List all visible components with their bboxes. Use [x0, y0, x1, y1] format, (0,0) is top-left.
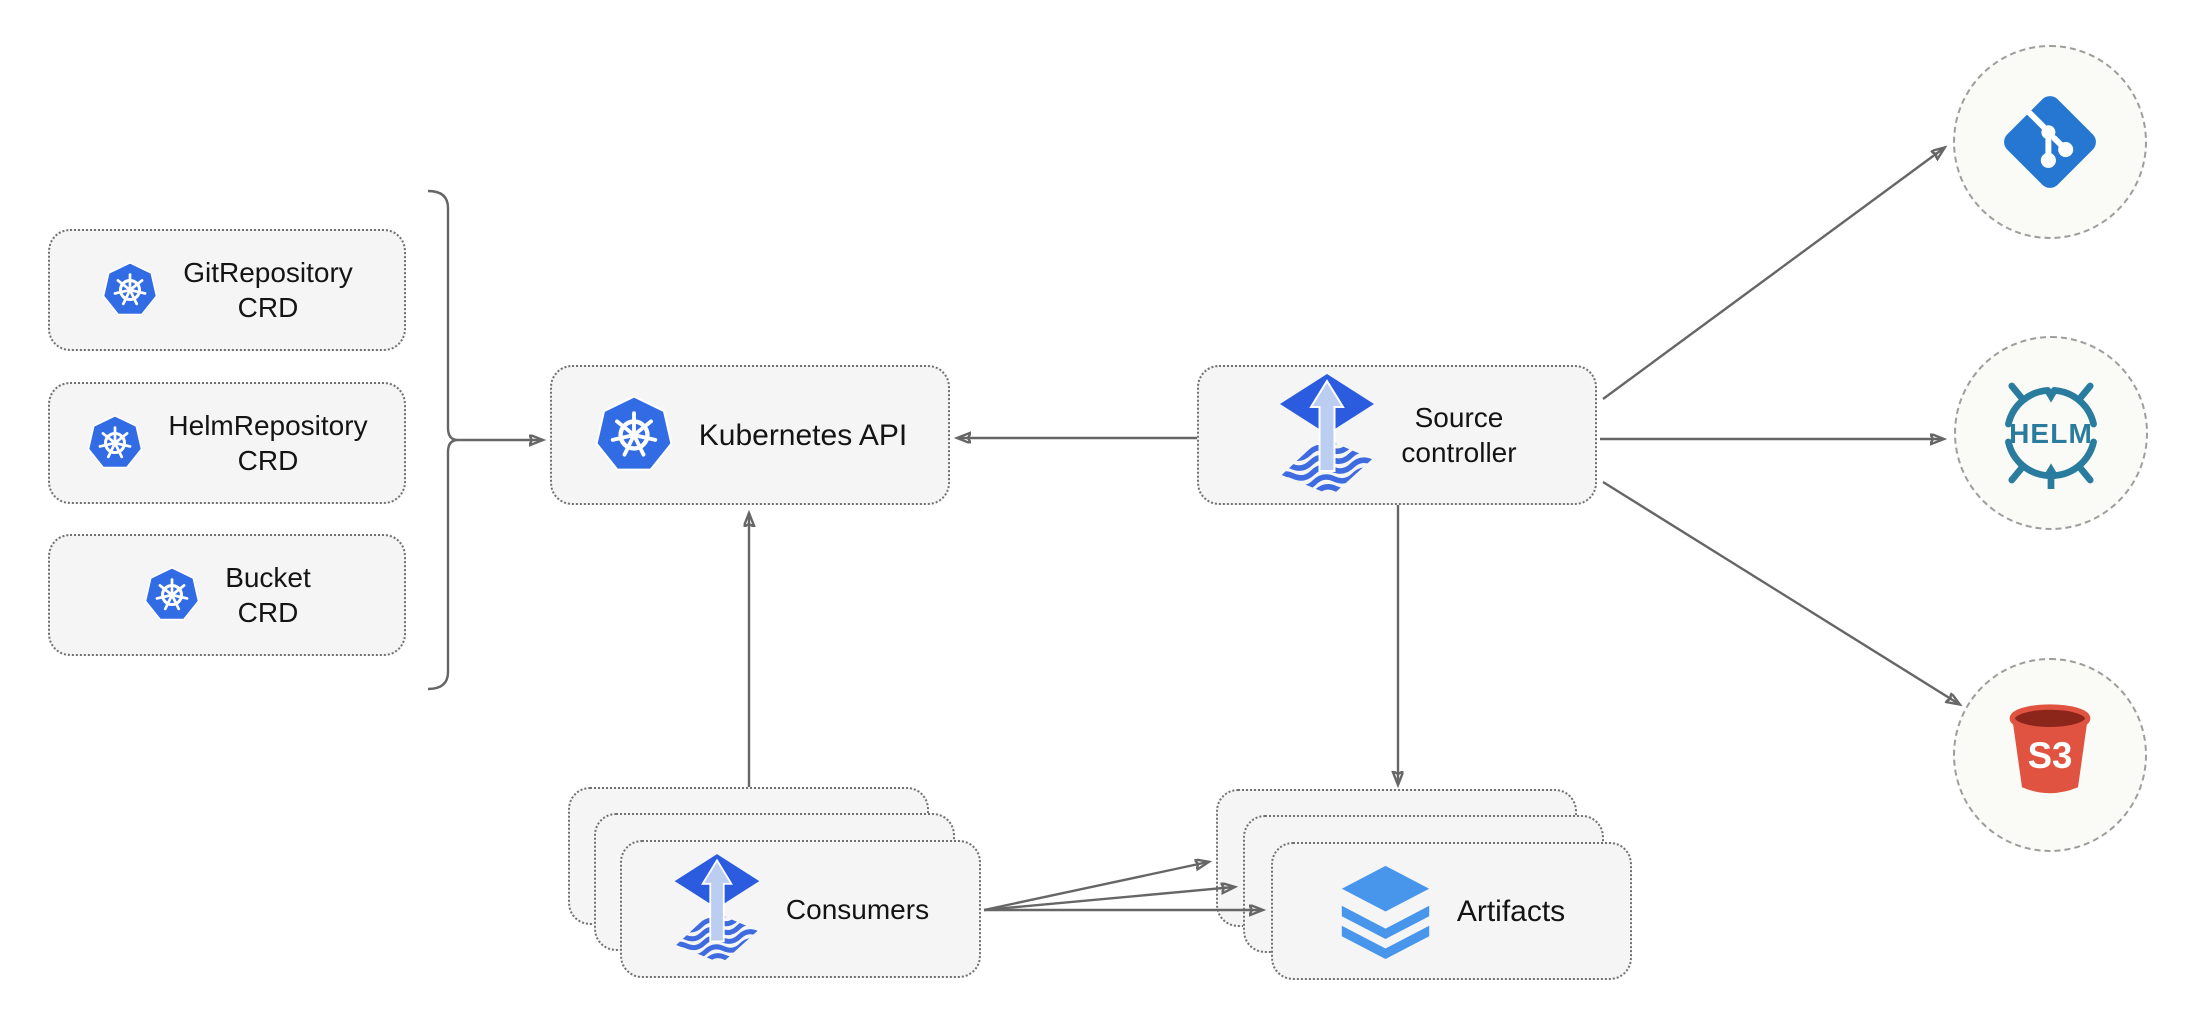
label-line: CRD: [237, 597, 299, 628]
helm-icon: HELM: [1995, 377, 2107, 489]
node-helmrepository-crd: HelmRepository CRD: [48, 382, 406, 504]
node-artifacts: Artifacts: [1271, 842, 1632, 980]
node-git-source: [1953, 45, 2147, 239]
node-bucket-crd: Bucket CRD: [48, 534, 406, 656]
kubernetes-icon: [593, 394, 675, 476]
node-artifacts-label: Artifacts: [1456, 894, 1566, 928]
artifact-layers-icon: [1338, 864, 1433, 959]
s3-bucket-icon: S3: [1996, 699, 2104, 811]
label-line: controller: [1401, 437, 1517, 468]
git-icon: [1996, 88, 2104, 196]
node-bucket-crd-label: Bucket CRD: [225, 560, 311, 630]
arrow-source-controller-to-git: [1602, 148, 1944, 400]
node-s3-source: S3: [1953, 658, 2147, 852]
arrow-source-controller-to-s3: [1602, 480, 1959, 704]
node-consumers: Consumers: [620, 840, 981, 978]
node-helmrepository-crd-label: HelmRepository CRD: [168, 408, 367, 478]
node-gitrepository-crd: GitRepository CRD: [48, 229, 406, 351]
label-line: CRD: [237, 445, 299, 476]
kubernetes-icon: [86, 414, 144, 472]
label-line: GitRepository: [183, 257, 353, 288]
arrow-consumers-to-artifacts-2: [983, 887, 1234, 912]
node-source-controller-label: Source controller: [1401, 400, 1516, 470]
node-gitrepository-crd-label: GitRepository CRD: [183, 255, 353, 325]
flux-icon: [672, 853, 762, 965]
label-line: CRD: [237, 292, 299, 323]
arrow-consumers-to-artifacts-1: [983, 862, 1208, 912]
node-helm-source: HELM: [1954, 336, 2148, 530]
kubernetes-icon: [143, 566, 201, 624]
label-line: Source: [1414, 402, 1504, 433]
connector-crd-bracket: [427, 189, 459, 691]
node-kubernetes-api: Kubernetes API: [550, 365, 950, 505]
flux-icon: [1277, 374, 1377, 496]
node-kubernetes-api-label: Kubernetes API: [698, 418, 908, 452]
label-line: Bucket: [225, 562, 311, 593]
helm-icon-text: HELM: [2009, 418, 2093, 449]
node-consumers-label: Consumers: [785, 893, 930, 925]
node-source-controller: Source controller: [1197, 365, 1597, 505]
kubernetes-icon: [101, 261, 159, 319]
label-line: HelmRepository: [168, 410, 368, 441]
s3-icon-text: S3: [2028, 735, 2073, 776]
